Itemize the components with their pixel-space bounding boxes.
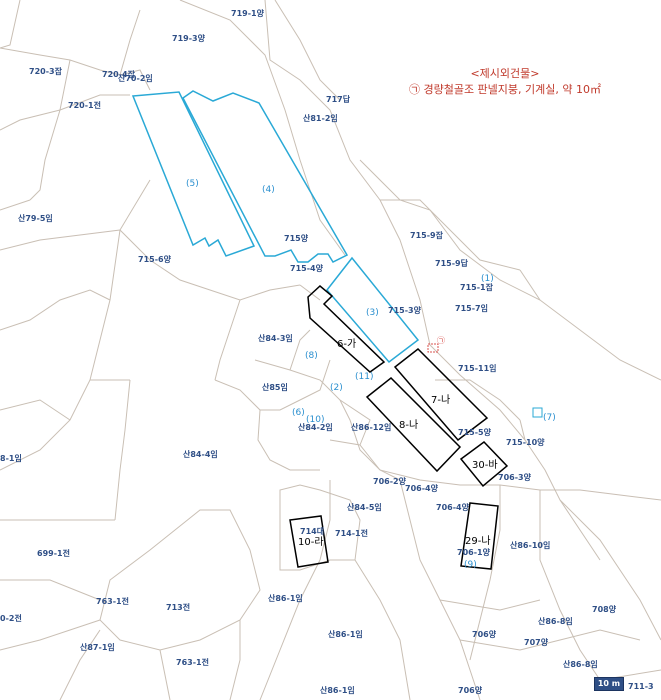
parcel-label: 산70-2임 bbox=[118, 73, 153, 83]
building-label: 7-나 bbox=[431, 394, 450, 406]
building-6-ga-outline bbox=[307, 285, 386, 373]
parcel-label: 706-2양 bbox=[373, 476, 407, 486]
parcel-label: 0-2전 bbox=[0, 613, 22, 623]
parcel-label: 715-4양 bbox=[290, 263, 324, 273]
area-label: (9) bbox=[464, 560, 477, 570]
area-3-outline bbox=[326, 256, 420, 364]
parcel-label: 8-1임 bbox=[0, 453, 22, 463]
parcel-label: 산84-4임 bbox=[183, 449, 218, 459]
building-7-na-outline bbox=[393, 348, 489, 442]
parcel-label: 산86-10임 bbox=[510, 540, 550, 550]
building-outlines bbox=[289, 285, 509, 570]
parcel-label: 산84-3임 bbox=[258, 333, 293, 343]
parcel-label: 산79-5임 bbox=[18, 213, 53, 223]
parcel-label: 715-9잡 bbox=[410, 230, 444, 240]
area-label: (6) bbox=[292, 408, 305, 418]
parcel-label: 706-4양 bbox=[405, 483, 439, 493]
parcel-label: 711-3 bbox=[628, 682, 654, 691]
survey-area-outlines bbox=[131, 90, 420, 364]
parcel-label: 715양 bbox=[284, 233, 309, 243]
parcel-label: 706-4양 bbox=[436, 502, 470, 512]
parcel-label: 706-3양 bbox=[498, 472, 532, 482]
marker-box bbox=[427, 343, 439, 353]
building-label: 29-나 bbox=[465, 535, 491, 547]
parcel-label: 717답 bbox=[326, 94, 351, 104]
legend: <제시외건물> ㉠ 경량철골조 판넬지붕, 기계실, 약 10㎡ bbox=[390, 66, 620, 98]
parcel-label: 713전 bbox=[166, 602, 190, 612]
parcel-label: 707양 bbox=[524, 637, 549, 647]
parcel-label: 714대 bbox=[300, 526, 324, 536]
building-label: 10-라 bbox=[298, 536, 324, 548]
area-labels: (4) (5) (3) (8) (11) (2) (6) (10) (1) (7… bbox=[186, 179, 556, 570]
area-label: (10) bbox=[306, 415, 324, 425]
building-8-na-outline bbox=[365, 376, 462, 473]
parcel-label: 719-1양 bbox=[231, 8, 265, 18]
parcel-label: 715-3양 bbox=[388, 305, 422, 315]
legend-title: <제시외건물> bbox=[470, 67, 540, 80]
area-5-outline bbox=[131, 91, 256, 257]
area-label: (8) bbox=[305, 351, 318, 361]
parcel-label: 산86-12임 bbox=[351, 422, 391, 432]
building-labels: 6-가 7-나 8-나 30-바 29-나 10-라 bbox=[298, 338, 498, 548]
area-label: (11) bbox=[355, 372, 373, 382]
parcel-label: 708양 bbox=[592, 604, 617, 614]
parcel-label: 산86-8임 bbox=[538, 616, 573, 626]
building-label: 6-가 bbox=[337, 338, 356, 350]
parcel-labels: 719-1양 719-3양 720-3잡 720-4잡 산70-2임 720-1… bbox=[0, 8, 654, 695]
area-label: (4) bbox=[262, 185, 275, 195]
parcel-label: 699-1전 bbox=[37, 548, 70, 558]
parcel-label: 715-6양 bbox=[138, 254, 172, 264]
parcel-label: 715-5양 bbox=[458, 427, 492, 437]
area-7-marker bbox=[532, 407, 543, 418]
building-label: 8-나 bbox=[399, 419, 418, 431]
area-label: (7) bbox=[543, 413, 556, 423]
parcel-label: 715-1잡 bbox=[460, 282, 494, 292]
building-30-ba-outline bbox=[459, 441, 509, 488]
parcel-label: 산86-8임 bbox=[563, 659, 598, 669]
parcel-label: 706양 bbox=[472, 629, 497, 639]
marker-symbol: ㉠ bbox=[437, 336, 445, 345]
parcel-label: 산87-1임 bbox=[80, 642, 115, 652]
building-10-ra-outline bbox=[289, 515, 329, 568]
parcel-label: 산86-1임 bbox=[328, 629, 363, 639]
legend-item: ㉠ 경량철골조 판넬지붕, 기계실, 약 10㎡ bbox=[408, 83, 602, 96]
parcel-label: 720-4잡 bbox=[102, 69, 136, 79]
area-label: (5) bbox=[186, 179, 199, 189]
parcel-label: 산81-2임 bbox=[303, 113, 338, 123]
parcel-label: 706양 bbox=[458, 685, 483, 695]
parcel-label: 763-1전 bbox=[176, 657, 209, 667]
parcel-label: 715-10양 bbox=[506, 437, 545, 447]
parcel-label: 720-3잡 bbox=[29, 66, 63, 76]
parcel-label: 720-1전 bbox=[68, 100, 101, 110]
area-label: (1) bbox=[481, 274, 494, 284]
parcel-label: 763-1전 bbox=[96, 596, 129, 606]
parcel-label: 산86-1임 bbox=[268, 593, 303, 603]
building-label: 30-바 bbox=[472, 459, 498, 471]
parcel-label: 산86-1임 bbox=[320, 685, 355, 695]
parcel-label: 산84-5임 bbox=[347, 502, 382, 512]
parcel-label: 산85임 bbox=[262, 382, 288, 392]
area-4-outline bbox=[182, 90, 349, 263]
parcel-label: 715-11임 bbox=[458, 363, 497, 373]
area-label: (3) bbox=[366, 308, 379, 318]
parcel-label: 706-1양 bbox=[457, 547, 491, 557]
parcel-label: 산84-2임 bbox=[298, 422, 333, 432]
parcel-label: 714-1전 bbox=[335, 528, 368, 538]
parcel-label: 715-9답 bbox=[435, 258, 469, 268]
parcel-label: 715-7임 bbox=[455, 303, 488, 313]
area-label: (2) bbox=[330, 383, 343, 393]
building-29-na-outline bbox=[460, 502, 499, 570]
scale-bar: 10 m bbox=[594, 677, 624, 691]
parcel-label: 719-3양 bbox=[172, 33, 206, 43]
